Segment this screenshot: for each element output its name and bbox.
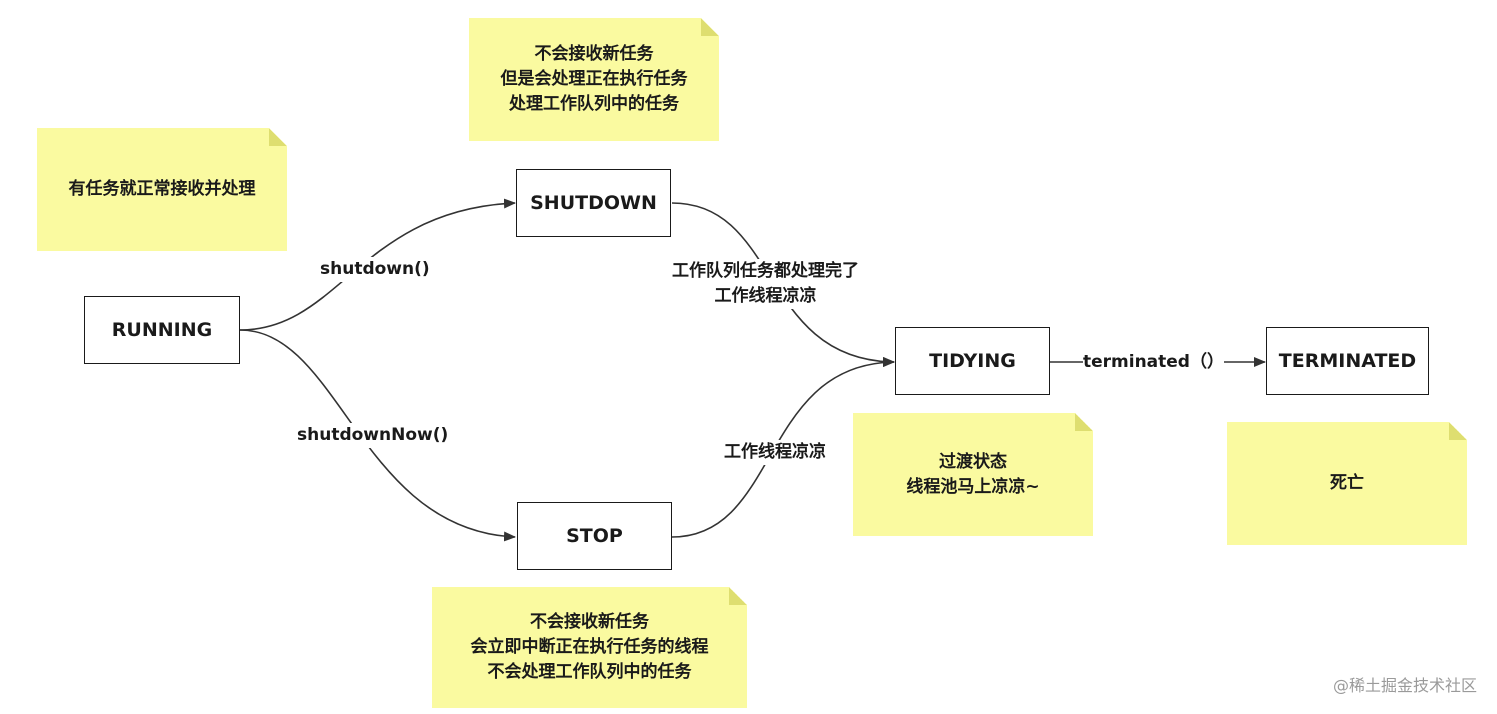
state-terminated: TERMINATED (1266, 327, 1429, 395)
note-shutdown: 不会接收新任务 但是会处理正在执行任务 处理工作队列中的任务 (469, 18, 719, 141)
note-shutdown-text: 不会接收新任务 但是会处理正在执行任务 处理工作队列中的任务 (500, 44, 688, 114)
state-stop: STOP (517, 502, 672, 570)
edge-label-terminated: terminated（） (1083, 350, 1224, 375)
state-tidying: TIDYING (895, 327, 1050, 395)
state-shutdown: SHUTDOWN (516, 169, 671, 237)
note-running: 有任务就正常接收并处理 (37, 128, 287, 251)
note-terminated-text: 死亡 (1330, 473, 1364, 493)
note-tidying-text: 过渡状态 线程池马上凉凉~ (906, 451, 1040, 497)
edge-label-shutdown: shutdown() (320, 257, 430, 282)
state-running: RUNNING (84, 296, 240, 364)
note-running-text: 有任务就正常接收并处理 (68, 179, 256, 199)
note-stop: 不会接收新任务 会立即中断正在执行任务的线程 不会处理工作队列中的任务 (432, 587, 747, 708)
note-terminated: 死亡 (1227, 422, 1467, 545)
edge-label-stop-to-tidying: 工作线程凉凉 (724, 440, 826, 465)
edge-label-shutdown-to-tidying: 工作队列任务都处理完了 工作线程凉凉 (672, 259, 859, 309)
watermark: @稀土掘金技术社区 (1332, 676, 1477, 695)
note-tidying: 过渡状态 线程池马上凉凉~ (853, 413, 1093, 536)
edge-label-shutdown-now: shutdownNow() (297, 423, 449, 448)
note-stop-text: 不会接收新任务 会立即中断正在执行任务的线程 不会处理工作队列中的任务 (470, 612, 709, 682)
